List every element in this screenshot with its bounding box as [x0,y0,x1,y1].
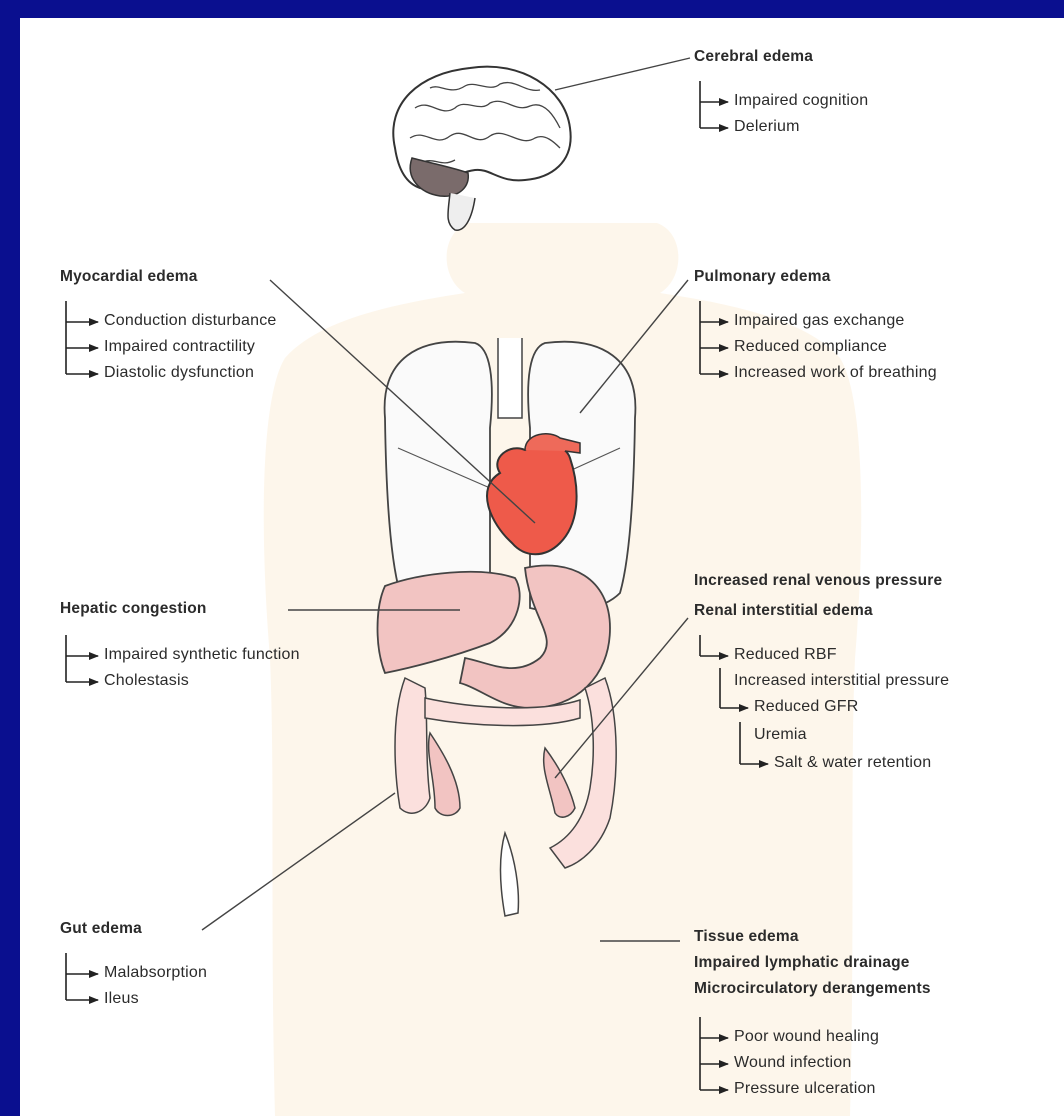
renal-venous-title: Increased renal venous pressure [694,572,942,590]
gut-edema-title: Gut edema [60,920,142,938]
tissue-item-2: Wound infection [734,1054,851,1072]
microcirculatory-title: Microcirculatory derangements [694,980,931,998]
cerebral-item-2: Delerium [734,118,800,136]
pulmonary-item-1: Impaired gas exchange [734,312,905,330]
myocardial-item-3: Diastolic dysfunction [104,364,254,382]
pulmonary-item-2: Reduced compliance [734,338,887,356]
renal-item-2: Increased interstitial pressure [734,672,949,690]
lymphatic-drainage-title: Impaired lymphatic drainage [694,954,910,972]
pointer-line-cerebral [555,58,690,90]
renal-item-5: Salt & water retention [774,754,931,772]
gut-item-1: Malabsorption [104,964,207,982]
myocardial-edema-title: Myocardial edema [60,268,198,286]
tissue-edema-title: Tissue edema [694,928,799,946]
pulmonary-edema-title: Pulmonary edema [694,268,831,286]
myocardial-item-2: Impaired contractility [104,338,255,356]
myocardial-item-1: Conduction disturbance [104,312,277,330]
renal-item-4: Uremia [754,726,807,744]
tissue-item-3: Pressure ulceration [734,1080,876,1098]
hepatic-item-2: Cholestasis [104,672,189,690]
renal-item-3: Reduced GFR [754,698,858,716]
gut-item-2: Ileus [104,990,139,1008]
diagram-panel: Cerebral edema Impaired cognition Deleri… [20,18,1064,1116]
hepatic-congestion-title: Hepatic congestion [60,600,207,618]
renal-item-1: Reduced RBF [734,646,837,664]
cerebral-item-1: Impaired cognition [734,92,868,110]
anatomy-illustration [20,18,1064,1116]
hepatic-item-1: Impaired synthetic function [104,646,300,664]
brain-illustration [393,67,570,231]
tissue-item-1: Poor wound healing [734,1028,879,1046]
renal-interstitial-title: Renal interstitial edema [694,602,873,620]
pulmonary-item-3: Increased work of breathing [734,364,937,382]
cerebral-edema-title: Cerebral edema [694,48,813,66]
